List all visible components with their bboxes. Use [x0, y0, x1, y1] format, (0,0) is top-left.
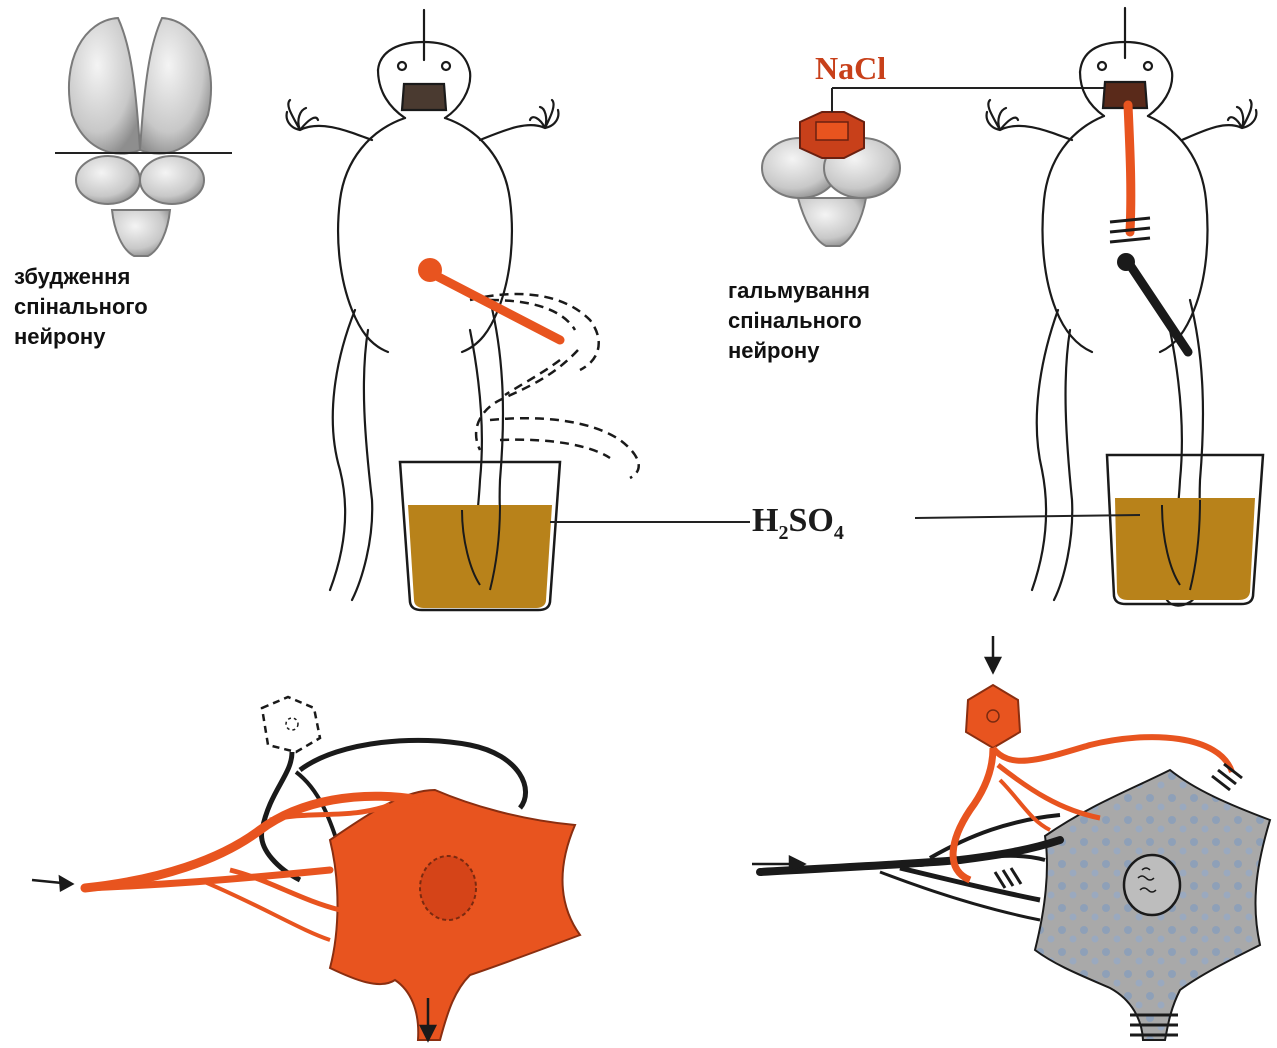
h2so4-h: H: [752, 502, 778, 539]
caption-excitation-line-2: спінального: [14, 292, 148, 322]
interneuron-dashed: [262, 697, 320, 752]
inhibitory-synapse-neuron: [752, 636, 1270, 1040]
brain-dorsal-view: [55, 18, 232, 256]
inhibited-nerve: [1128, 262, 1188, 352]
input-arrow-left: [32, 877, 72, 890]
h2so4-h-sub: 2: [778, 522, 788, 544]
excitatory-synapse-neuron: [32, 697, 580, 1040]
caption-inhibition-line-2: спінального: [728, 306, 870, 336]
stimulation-point: [418, 258, 442, 282]
caption-inhibition-line-3: нейрону: [728, 336, 870, 366]
caption-excitation: збудження спінального нейрону: [14, 262, 148, 352]
h2so4-so: SO: [788, 502, 833, 539]
brain-with-nacl-crystal: [762, 112, 900, 246]
caption-inhibition-line-1: гальмування: [728, 276, 870, 306]
caption-excitation-line-3: нейрону: [14, 322, 148, 352]
h2so4-label: H2SO4: [752, 502, 844, 545]
nerve-endpoint: [1117, 253, 1135, 271]
nacl-label: NaCl: [815, 50, 886, 87]
caption-inhibition: гальмування спінального нейрону: [728, 276, 870, 366]
caption-excitation-line-1: збудження: [14, 262, 148, 292]
nucleus-inhibited: [1124, 855, 1180, 915]
spinal-cord-red: [1128, 105, 1131, 232]
nucleus: [420, 856, 476, 920]
inhibitory-interneuron: [966, 685, 1020, 748]
input-arrow-top: [986, 636, 1000, 672]
acid-beaker-right: [1107, 455, 1263, 604]
acid-pointer-right: [915, 515, 1140, 518]
h2so4-so-sub: 4: [834, 522, 844, 544]
